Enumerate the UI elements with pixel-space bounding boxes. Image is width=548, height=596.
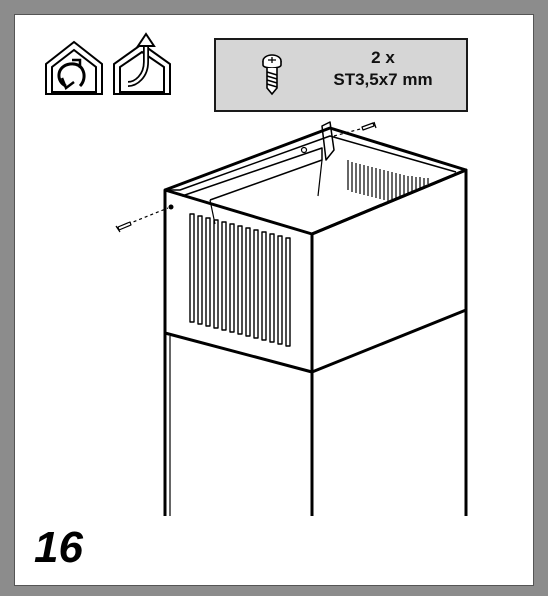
step-number: 16: [34, 523, 83, 572]
recirculation-mode-icon: [45, 40, 103, 95]
screw-spec: ST3,5x7 mm: [333, 70, 433, 89]
upper-chimney-right-face: [311, 168, 468, 374]
ducted-extraction-mode-icon: [113, 32, 171, 95]
frame-border: [14, 14, 534, 586]
screw-icon: [262, 54, 282, 96]
left-screw-dash: [127, 207, 169, 225]
left-screw: [115, 221, 132, 233]
screw-quantity: 2 x: [371, 48, 395, 67]
hardware-callout: 2 x ST3,5x7 mm: [214, 38, 468, 112]
right-screw-dash: [333, 127, 365, 137]
right-screw: [361, 121, 377, 131]
